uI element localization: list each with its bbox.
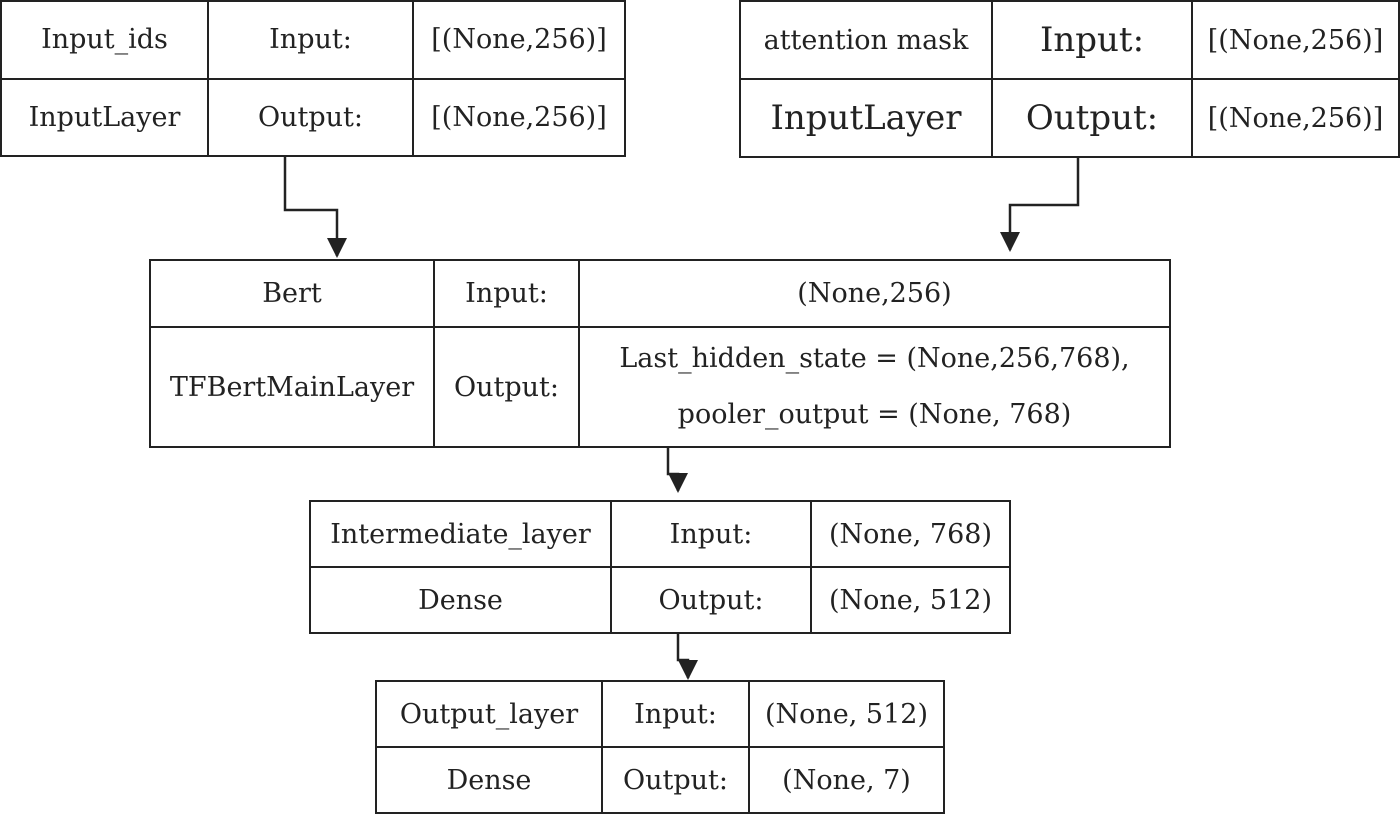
- input-label: Input:: [991, 2, 1193, 80]
- node-name: Intermediate_layer: [311, 502, 612, 568]
- node-intermediate-layer: Intermediate_layer Input: (None, 768) De…: [309, 500, 1011, 634]
- node-name: Bert: [151, 261, 435, 328]
- input-label: Input:: [610, 502, 812, 568]
- node-name: Output_layer: [377, 682, 603, 748]
- input-shape: [(None,256)]: [1191, 2, 1398, 80]
- input-shape: (None,256): [578, 261, 1169, 328]
- input-shape: (None, 512): [748, 682, 943, 748]
- output-line-pooler-output: pooler_output = (None, 768): [677, 399, 1072, 430]
- output-shape: [(None,256)]: [412, 77, 624, 155]
- input-label: Input:: [601, 682, 750, 748]
- layer-type: TFBertMainLayer: [151, 326, 435, 446]
- output-shape: (None, 7): [748, 746, 943, 812]
- input-shape: (None, 768): [810, 502, 1009, 568]
- edge-bert-to-intermediate: [666, 446, 688, 493]
- node-attention-mask: attention mask Input: [(None,256)] Input…: [739, 0, 1400, 158]
- edge-intermediate-to-output: [676, 633, 698, 680]
- input-label: Input:: [207, 2, 414, 80]
- output-label: Output:: [610, 566, 812, 632]
- node-name: attention mask: [741, 2, 993, 80]
- node-input-ids: Input_ids Input: [(None,256)] InputLayer…: [0, 0, 626, 157]
- layer-type: InputLayer: [2, 77, 209, 155]
- output-shape: [(None,256)]: [1191, 78, 1398, 156]
- node-output-layer: Output_layer Input: (None, 512) Dense Ou…: [375, 680, 945, 814]
- output-label: Output:: [433, 326, 580, 446]
- output-shape: (None, 512): [810, 566, 1009, 632]
- output-shapes: Last_hidden_state = (None,256,768), pool…: [578, 326, 1169, 446]
- output-label: Output:: [601, 746, 750, 812]
- output-line-last-hidden-state: Last_hidden_state = (None,256,768),: [619, 343, 1130, 374]
- node-name: Input_ids: [2, 2, 209, 80]
- layer-type: Dense: [311, 566, 612, 632]
- output-label: Output:: [991, 78, 1193, 156]
- layer-type: InputLayer: [741, 78, 993, 156]
- edge-attention-mask-to-bert: [1000, 157, 1080, 252]
- input-label: Input:: [433, 261, 580, 328]
- output-label: Output:: [207, 77, 414, 155]
- edge-input-ids-to-bert: [283, 157, 347, 258]
- node-bert: Bert Input: (None,256) TFBertMainLayer O…: [149, 259, 1171, 448]
- layer-type: Dense: [377, 746, 603, 812]
- input-shape: [(None,256)]: [412, 2, 624, 80]
